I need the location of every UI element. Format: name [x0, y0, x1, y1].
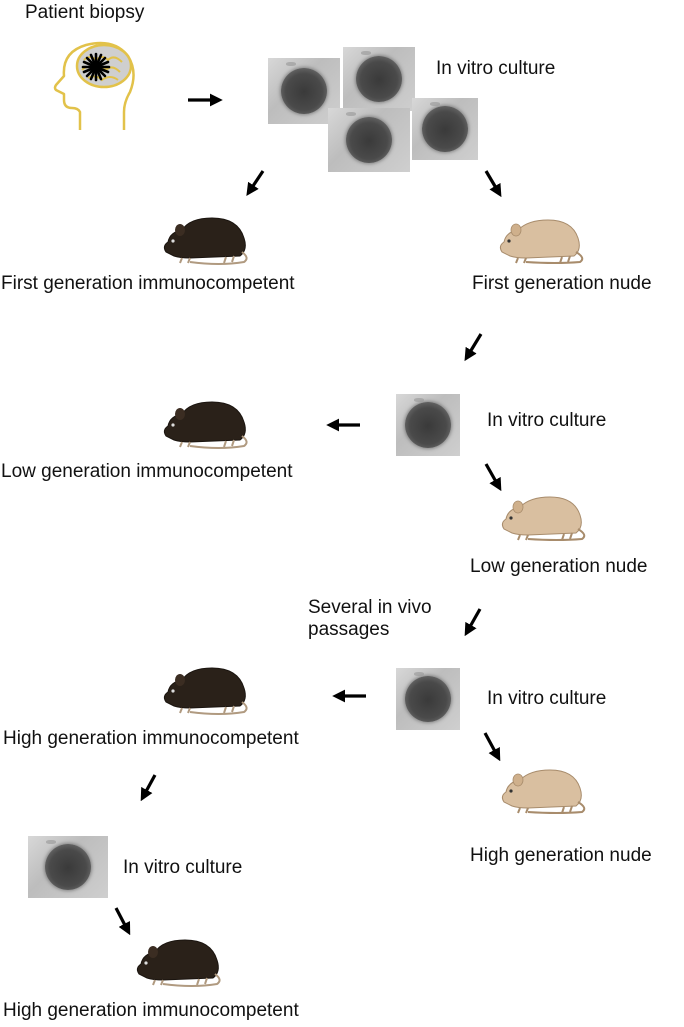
- immunocompetent-mouse-icon: [163, 401, 248, 449]
- spheroid-image: [28, 836, 108, 898]
- high-gen-nude-label: High generation nude: [470, 845, 652, 866]
- patient-head-icon: [53, 41, 135, 130]
- several-in-vivo-passages-label: Several in vivo passages: [308, 597, 432, 641]
- immunocompetent-mouse-icon: [163, 217, 248, 265]
- several-in-vivo-passages-line2: passages: [308, 619, 390, 640]
- high-gen-immunocompetent-label: High generation immunocompetent: [3, 728, 299, 749]
- spheroid-image: [268, 58, 340, 124]
- immunocompetent-mouse-icon: [163, 667, 248, 715]
- spheroid-image: [412, 98, 478, 160]
- in-vitro-culture-label: In vitro culture: [487, 410, 607, 431]
- spheroid-image: [343, 47, 415, 111]
- in-vitro-culture-label: In vitro culture: [487, 688, 607, 709]
- in-vitro-culture-label: In vitro culture: [123, 857, 243, 878]
- arrow-icon: [484, 463, 502, 492]
- in-vitro-culture-label: In vitro culture: [436, 58, 556, 79]
- low-gen-nude-label: Low generation nude: [470, 556, 648, 577]
- arrow-icon: [140, 774, 157, 802]
- arrow-icon: [464, 608, 482, 637]
- nude-mouse-icon: [501, 496, 586, 541]
- arrow-icon: [483, 732, 501, 762]
- several-in-vivo-passages-line1: Several in vivo: [308, 597, 432, 618]
- arrow-icon: [464, 333, 483, 362]
- nude-mouse-icon: [499, 219, 584, 264]
- high-gen-immunocompetent-label: High generation immunocompetent: [3, 1000, 299, 1021]
- nude-mouse-icon: [501, 769, 586, 814]
- first-gen-nude-label: First generation nude: [472, 273, 652, 294]
- arrow-icon: [114, 907, 131, 936]
- first-gen-immunocompetent-label: First generation immunocompetent: [1, 273, 295, 294]
- arrow-icon: [246, 170, 265, 196]
- low-gen-immunocompetent-label: Low generation immunocompetent: [1, 461, 293, 482]
- spheroid-image: [328, 108, 410, 172]
- patient-biopsy-label: Patient biopsy: [25, 2, 145, 23]
- spheroid-image: [396, 394, 460, 456]
- immunocompetent-mouse-icon: [136, 939, 221, 987]
- spheroid-image: [396, 668, 460, 730]
- arrow-icon: [484, 170, 502, 198]
